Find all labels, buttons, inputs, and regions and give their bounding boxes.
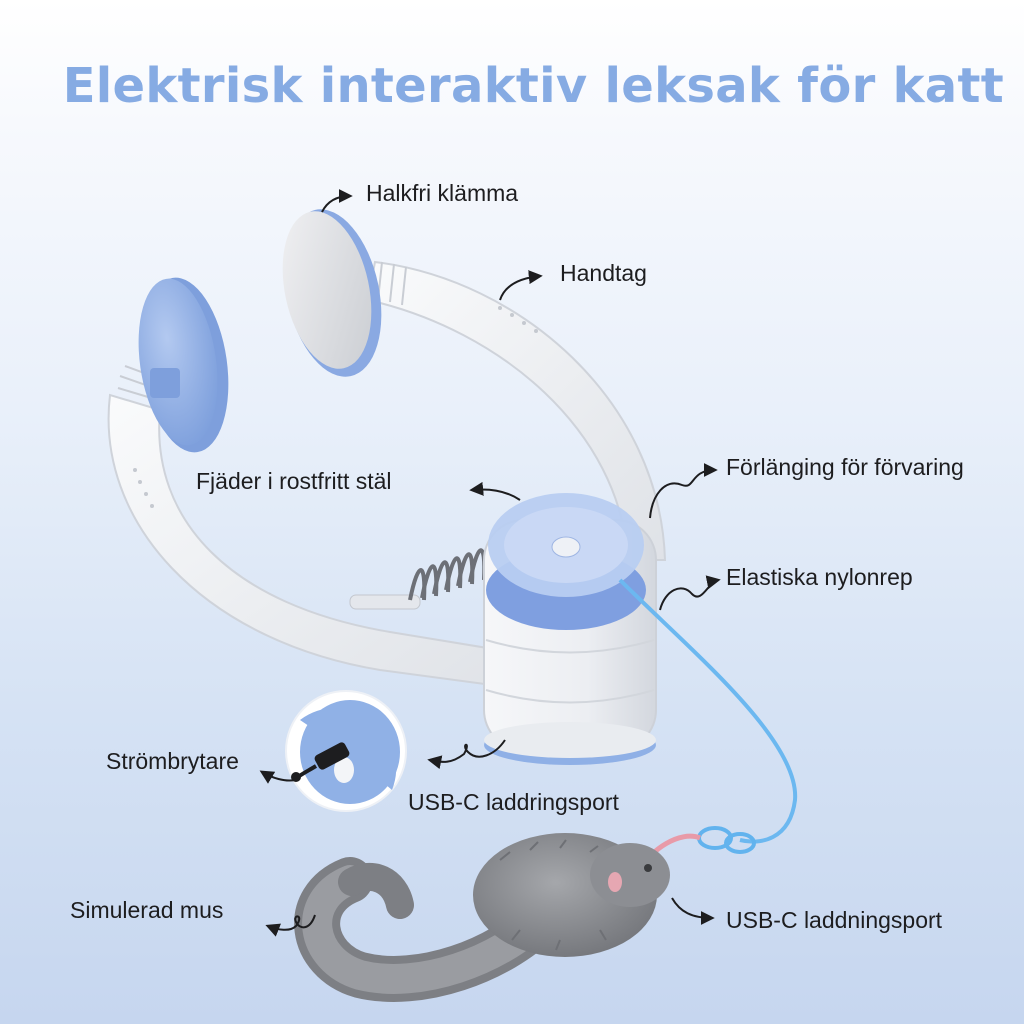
curved-arrow-icon [259, 770, 296, 784]
clamp-left [138, 277, 229, 453]
curved-arrow-icon [671, 897, 715, 925]
label-extension: Förlänging för förvaring [726, 454, 964, 480]
curved-arrow-icon [659, 575, 721, 611]
curved-arrow-icon [499, 270, 543, 301]
callout-arrows [259, 189, 721, 937]
spring [349, 548, 487, 610]
page-title: Elektrisk interaktiv leksak för katt [62, 58, 1004, 114]
power-switch-inset [285, 690, 407, 812]
label-rope: Elastiska nylonrep [726, 564, 913, 590]
label-power-switch: Strömbrytare [106, 748, 239, 774]
curved-arrow-icon [265, 914, 316, 937]
label-usb-port-mouse: USB-C laddningsport [726, 907, 943, 933]
label-usb-port-base: USB-C laddringsport [408, 789, 619, 815]
motor-body [483, 493, 657, 765]
label-mouse: Simulerad mus [70, 897, 224, 923]
label-handle: Handtag [560, 260, 647, 286]
nylon-rope [618, 578, 798, 844]
clamp-right [282, 209, 382, 377]
curved-arrow-icon [649, 463, 718, 519]
curved-arrow-icon [427, 739, 506, 770]
label-clamp: Halkfri klämma [366, 180, 519, 206]
curved-arrow-icon [469, 481, 521, 501]
simulated-mouse [294, 833, 670, 1002]
curved-arrow-icon [321, 189, 353, 213]
label-spring: Fjäder i rostfritt stäl [196, 468, 392, 494]
